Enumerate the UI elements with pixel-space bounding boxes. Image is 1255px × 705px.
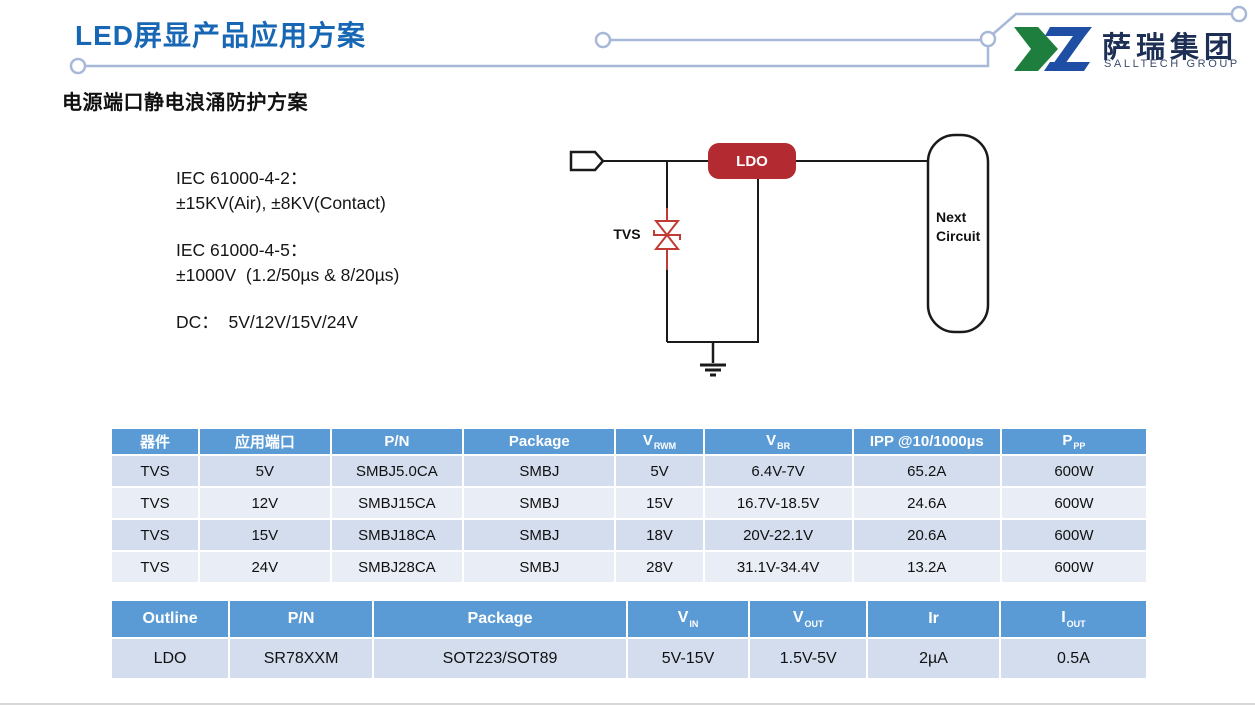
column-header: VIN — [625, 599, 751, 639]
table-cell: 2µA — [866, 637, 1001, 680]
spec-text: IEC 61000-4-2：±15KV(Air), ±8KV(Contact)I… — [176, 166, 399, 357]
table-cell: TVS — [109, 518, 201, 552]
column-header: VRWM — [614, 427, 705, 456]
table-cell: TVS — [109, 550, 201, 584]
column-header: 器件 — [109, 427, 201, 456]
trace-node-icon — [69, 57, 87, 75]
trace-line — [992, 12, 1232, 35]
table-cell: 600W — [999, 486, 1149, 520]
trace-line — [85, 46, 990, 68]
input-terminal-symbol — [569, 150, 605, 172]
table-cell: SMBJ — [462, 454, 617, 488]
table-cell: SR78XXM — [228, 637, 375, 680]
spec-line: DC： 5V/12V/15V/24V — [176, 312, 358, 332]
column-header: IOUT — [998, 599, 1149, 639]
wire-ldo-branch — [667, 179, 759, 343]
table-cell: 5V — [614, 454, 705, 488]
table-cell: 31.1V-34.4V — [702, 550, 854, 584]
table-cell: 600W — [999, 454, 1149, 488]
trace-node-icon — [979, 30, 997, 48]
column-header: Package — [462, 427, 617, 456]
table-cell: 65.2A — [851, 454, 1002, 488]
tvs-diode-symbol — [653, 220, 681, 250]
next-circuit-block — [926, 133, 990, 334]
spec-line: IEC 61000-4-2： — [176, 168, 308, 188]
table-cell: 600W — [999, 518, 1149, 552]
trace-node-icon — [1230, 5, 1248, 23]
column-header: PPP — [999, 427, 1149, 456]
ldo-label: LDO — [736, 153, 768, 170]
table-cell: 6.4V-7V — [702, 454, 854, 488]
company-logo-icon — [1014, 27, 1092, 71]
ground-symbol — [700, 342, 726, 377]
table-cell: 600W — [999, 550, 1149, 584]
spec-group: DC： 5V/12V/15V/24V — [176, 310, 399, 335]
table-cell: 13.2A — [851, 550, 1002, 584]
spec-line: ±15KV(Air), ±8KV(Contact) — [176, 193, 386, 213]
table-cell: 0.5A — [998, 637, 1149, 680]
page-title: LED屏显产品应用方案 — [75, 20, 367, 51]
column-header: Ir — [866, 599, 1001, 639]
table-cell: SMBJ18CA — [329, 518, 465, 552]
section-title: 电源端口静电浪涌防护方案 — [62, 92, 308, 114]
spec-group: IEC 61000-4-2： ±15KV(Air), ±8KV(Contact) — [176, 166, 399, 216]
column-header: VOUT — [748, 599, 869, 639]
table-cell: SMBJ — [462, 550, 617, 584]
spec-group: IEC 61000-4-5： ±1000V (1.2/50µs & 8/20µs) — [176, 238, 399, 288]
table-cell: 24V — [198, 550, 332, 584]
table-cell: 15V — [614, 486, 705, 520]
table-cell: 15V — [198, 518, 332, 552]
table-cell: 5V — [198, 454, 332, 488]
column-header: IPP @10/1000µs — [851, 427, 1002, 456]
spec-line: ±1000V (1.2/50µs & 8/20µs) — [176, 265, 400, 285]
table-cell: SMBJ28CA — [329, 550, 465, 584]
table-cell: SMBJ15CA — [329, 486, 465, 520]
company-logo: 萨瑞集团 SALLTECH GROUP — [1014, 24, 1250, 76]
column-header: P/N — [228, 599, 375, 639]
table-cell: SMBJ — [462, 486, 617, 520]
decorative-trace-lines — [69, 5, 1248, 75]
table-cell: LDO — [109, 637, 231, 680]
spec-line: IEC 61000-4-5： — [176, 240, 308, 260]
table-cell: 24.6A — [851, 486, 1002, 520]
tvs-label: TVS — [613, 226, 640, 242]
company-name-en: SALLTECH GROUP — [1104, 58, 1240, 70]
table-cell: 12V — [198, 486, 332, 520]
table-cell: 18V — [614, 518, 705, 552]
ldo-block — [708, 143, 796, 179]
table-cell: SMBJ — [462, 518, 617, 552]
next-circuit-label: Circuit — [936, 228, 981, 244]
table-cell: 20.6A — [851, 518, 1002, 552]
column-header: 应用端口 — [198, 427, 332, 456]
column-header: Package — [372, 599, 628, 639]
table-cell: SOT223/SOT89 — [372, 637, 628, 680]
table-cell: 20V-22.1V — [702, 518, 854, 552]
table-cell: 16.7V-18.5V — [702, 486, 854, 520]
trace-node-icon — [594, 31, 612, 49]
table-cell: 5V-15V — [625, 637, 751, 680]
table-cell: 28V — [614, 550, 705, 584]
table-cell: TVS — [109, 486, 201, 520]
column-header: VBR — [702, 427, 854, 456]
circuit-diagram: TVS LDO Next Circuit — [569, 133, 990, 377]
table-cell: 1.5V-5V — [748, 637, 869, 680]
company-name-cn: 萨瑞集团 — [1102, 32, 1239, 64]
table-cell: TVS — [109, 454, 201, 488]
table-cell: SMBJ5.0CA — [329, 454, 465, 488]
column-header: Outline — [109, 599, 231, 639]
next-circuit-label: Next — [936, 209, 967, 225]
column-header: P/N — [329, 427, 465, 456]
